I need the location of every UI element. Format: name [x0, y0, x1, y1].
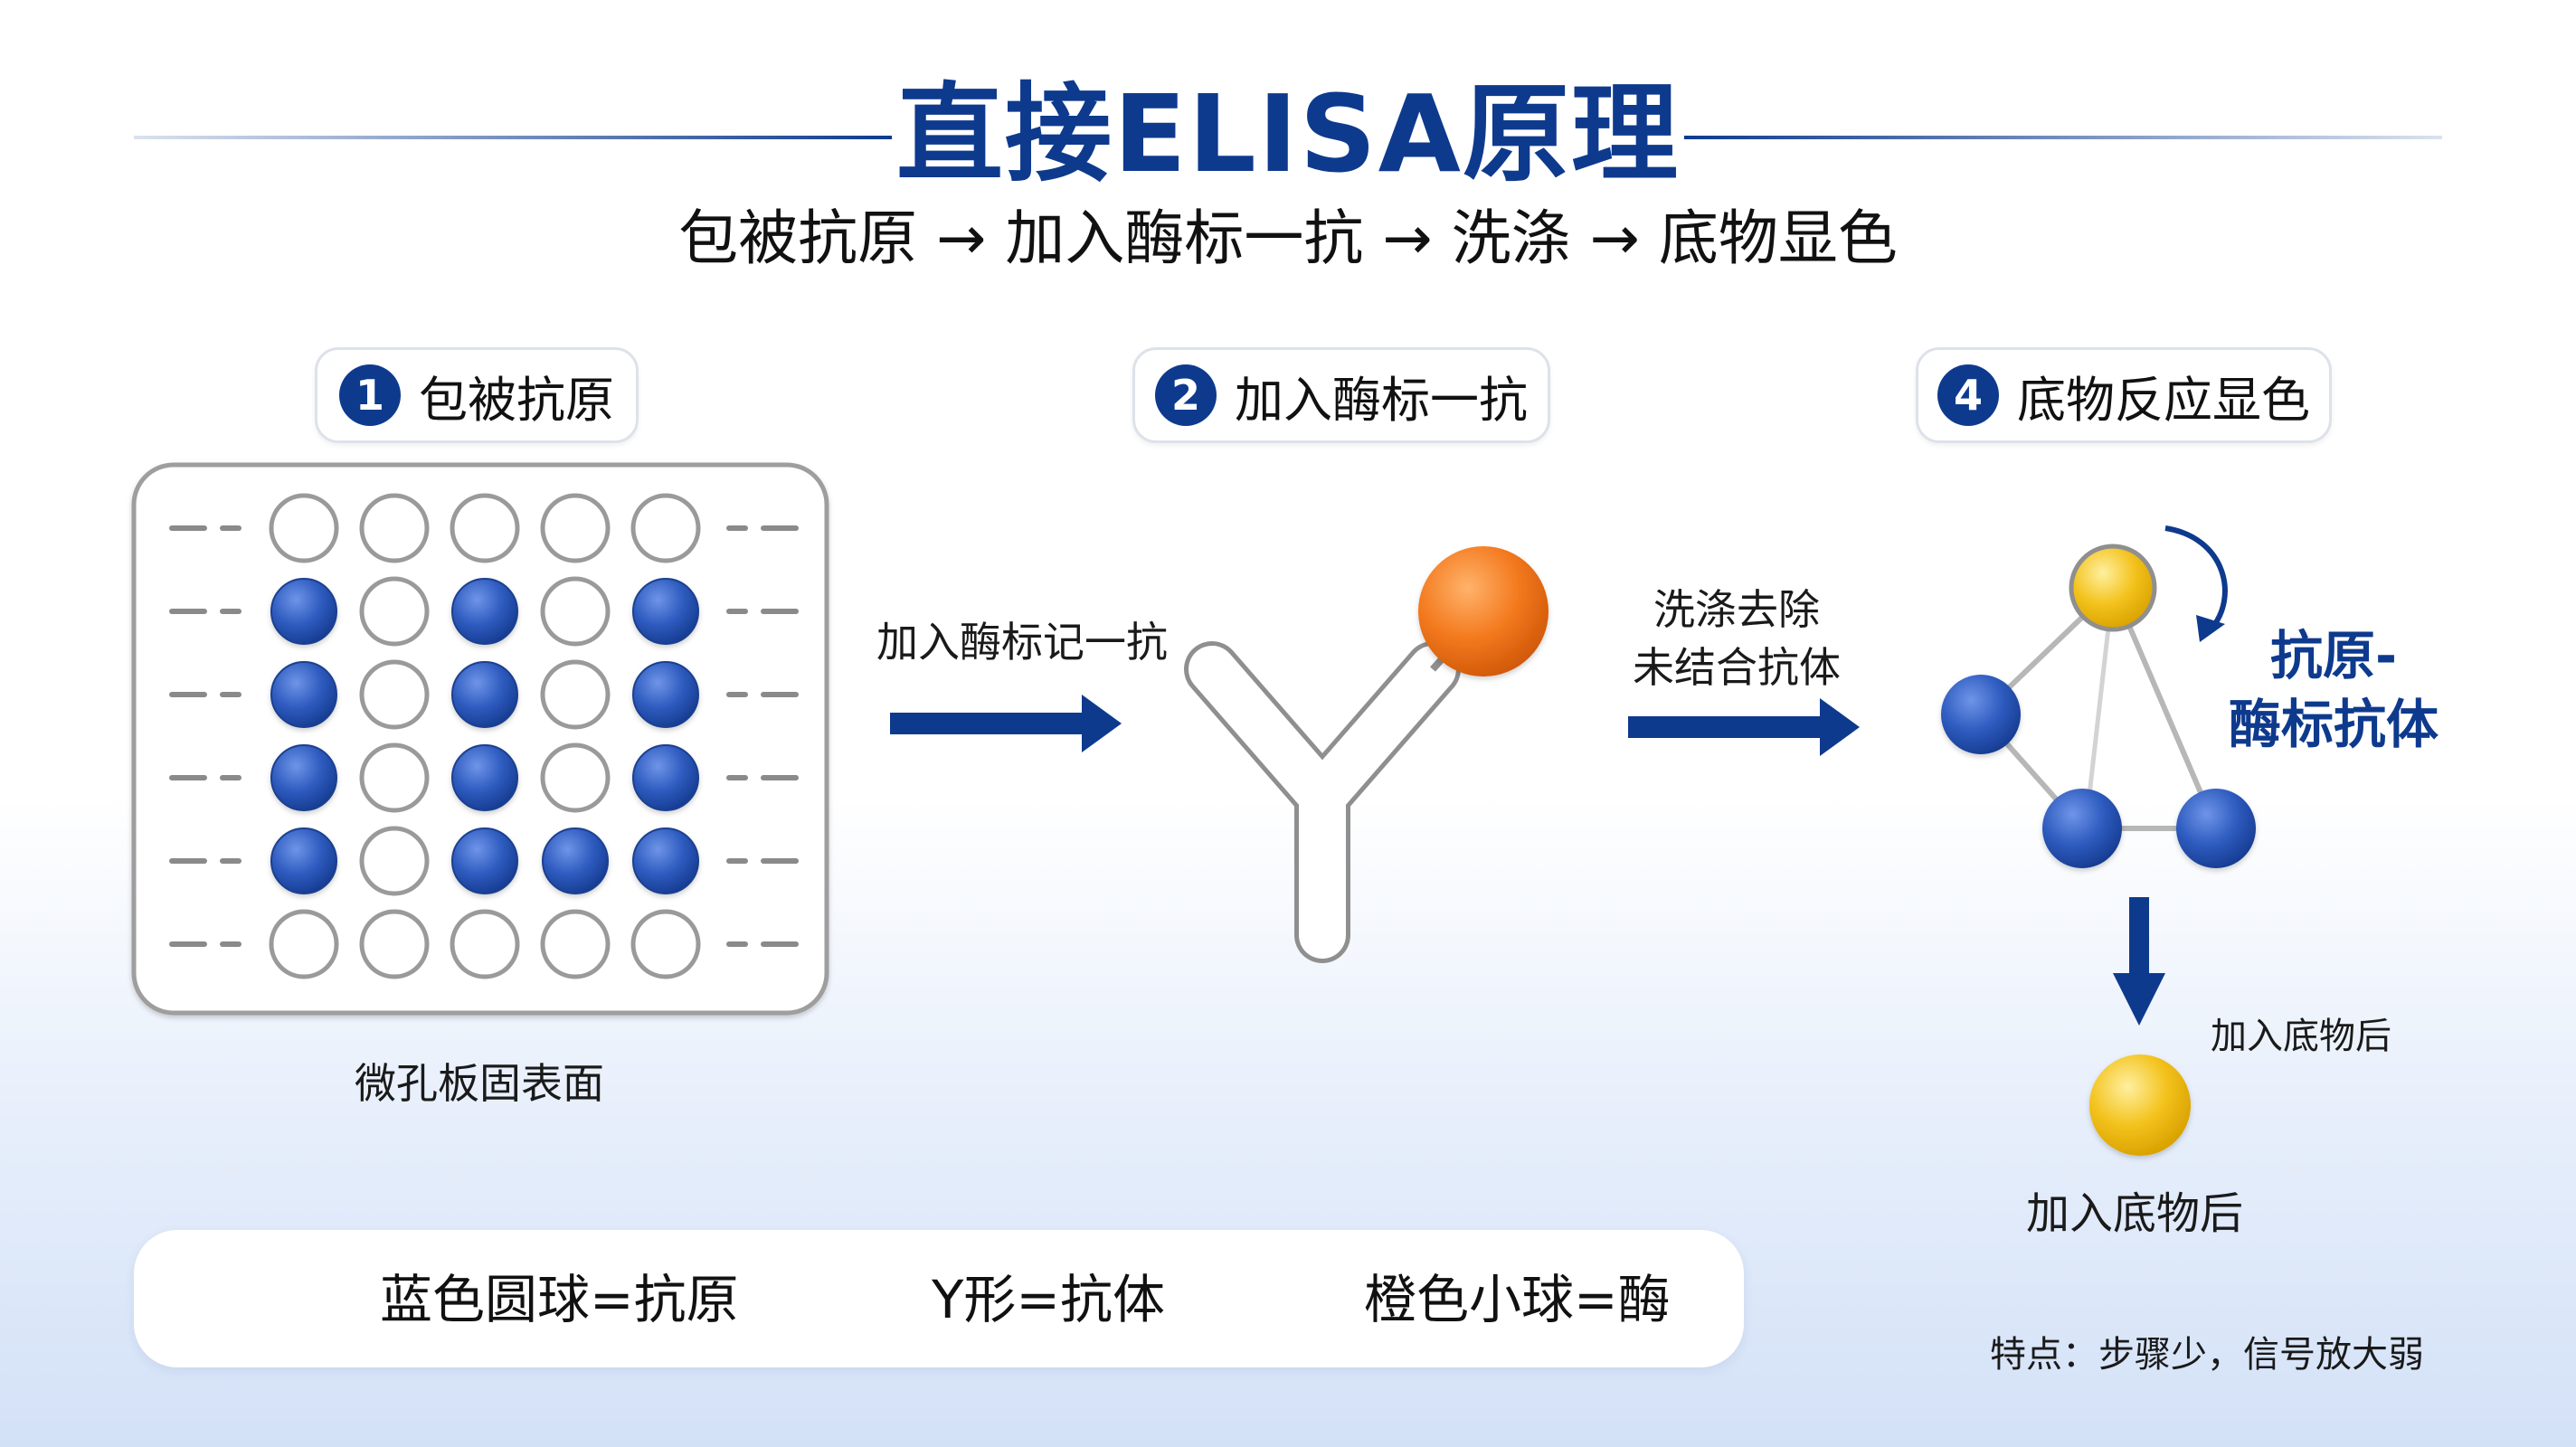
arrow-label-add-antibody: 加入酶标记一抗 — [876, 618, 1168, 667]
title-line-right — [1684, 136, 2442, 139]
title-line-left — [134, 136, 892, 139]
arrow-add-substrate — [2113, 897, 2165, 1026]
arrow-add-antibody — [890, 695, 1122, 752]
plate-well-antigen — [270, 828, 337, 894]
plate-well-empty — [540, 659, 611, 730]
plate-well-antigen — [270, 578, 337, 645]
complex-label-line1: 抗原- — [2269, 625, 2398, 686]
plate-well-empty — [540, 742, 611, 813]
legend-antibody-label: Y形=抗体 — [932, 1269, 1166, 1330]
complex-label-line2: 酶标抗体 — [2228, 694, 2439, 755]
step-label-4: 底物反应显色 — [2017, 371, 2310, 429]
substrate-label-below: 加入底物后 — [2025, 1188, 2243, 1239]
plate-well-empty — [540, 576, 611, 647]
plate-dashes — [169, 525, 799, 947]
antibody-icon — [1184, 610, 1486, 963]
antigen-antibody-complex — [1941, 544, 2256, 868]
plate-well-antigen — [451, 828, 518, 894]
plate-well-empty — [359, 742, 430, 813]
plate-well-antigen — [270, 744, 337, 811]
plate-well-empty — [630, 909, 701, 979]
curved-arrow-icon — [2164, 525, 2228, 642]
plate-well-empty — [269, 493, 339, 563]
plate-well-empty — [450, 909, 520, 979]
plate-well-antigen — [451, 744, 518, 811]
arrow-label-wash-line1: 洗涤去除 — [1653, 585, 1820, 634]
plate-well-antigen — [270, 661, 337, 728]
step-label-1: 包被抗原 — [419, 371, 614, 429]
page-title: 直接ELISA原理 — [895, 71, 1680, 196]
arrow-label-wash-line2: 未结合抗体 — [1633, 643, 1841, 692]
plate-caption: 微孔板固表面 — [355, 1059, 604, 1108]
substrate-product-ball — [2089, 1055, 2191, 1156]
legend-enzyme-label: 橙色小球=酶 — [1364, 1269, 1671, 1330]
plate-well-empty — [630, 493, 701, 563]
page-subtitle: 包被抗原 → 加入酶标一抗 → 洗涤 → 底物显色 — [678, 203, 1898, 273]
plate-well-empty — [359, 659, 430, 730]
plate-well-antigen — [632, 578, 699, 645]
plate-well-antigen — [451, 661, 518, 728]
plate-well-empty — [540, 493, 611, 563]
plate-well-empty — [359, 576, 430, 647]
substrate-label-right: 加入底物后 — [2211, 1016, 2391, 1057]
plate-well-empty — [540, 909, 611, 979]
plate-well-antigen — [451, 578, 518, 645]
step-number-4: 4 — [1937, 364, 1999, 426]
legend-panel — [134, 1230, 1744, 1367]
legend-antigen-label: 蓝色圆球=抗原 — [380, 1269, 739, 1330]
plate-well-antigen — [632, 744, 699, 811]
step-number-1: 1 — [339, 364, 401, 426]
plate-well-antigen — [632, 661, 699, 728]
step-pill-4: 4 底物反应显色 — [1916, 347, 2332, 443]
step-pill-2: 2 加入酶标一抗 — [1132, 347, 1550, 443]
step-label-2: 加入酶标一抗 — [1235, 371, 1528, 429]
step-number-2: 2 — [1155, 364, 1217, 426]
arrow-wash — [1628, 698, 1860, 756]
enzyme-ball — [1418, 546, 1548, 676]
plate-wells — [269, 493, 701, 979]
plate-well-empty — [450, 493, 520, 563]
plate-well-empty — [359, 826, 430, 896]
plate-well-antigen — [542, 828, 609, 894]
step-pill-1: 1 包被抗原 — [315, 347, 639, 443]
plate-well-empty — [269, 909, 339, 979]
plate-well-empty — [359, 493, 430, 563]
feature-note: 特点：步骤少，信号放大弱 — [1990, 1334, 2424, 1376]
plate-well-antigen — [632, 828, 699, 894]
plate-well-empty — [359, 909, 430, 979]
